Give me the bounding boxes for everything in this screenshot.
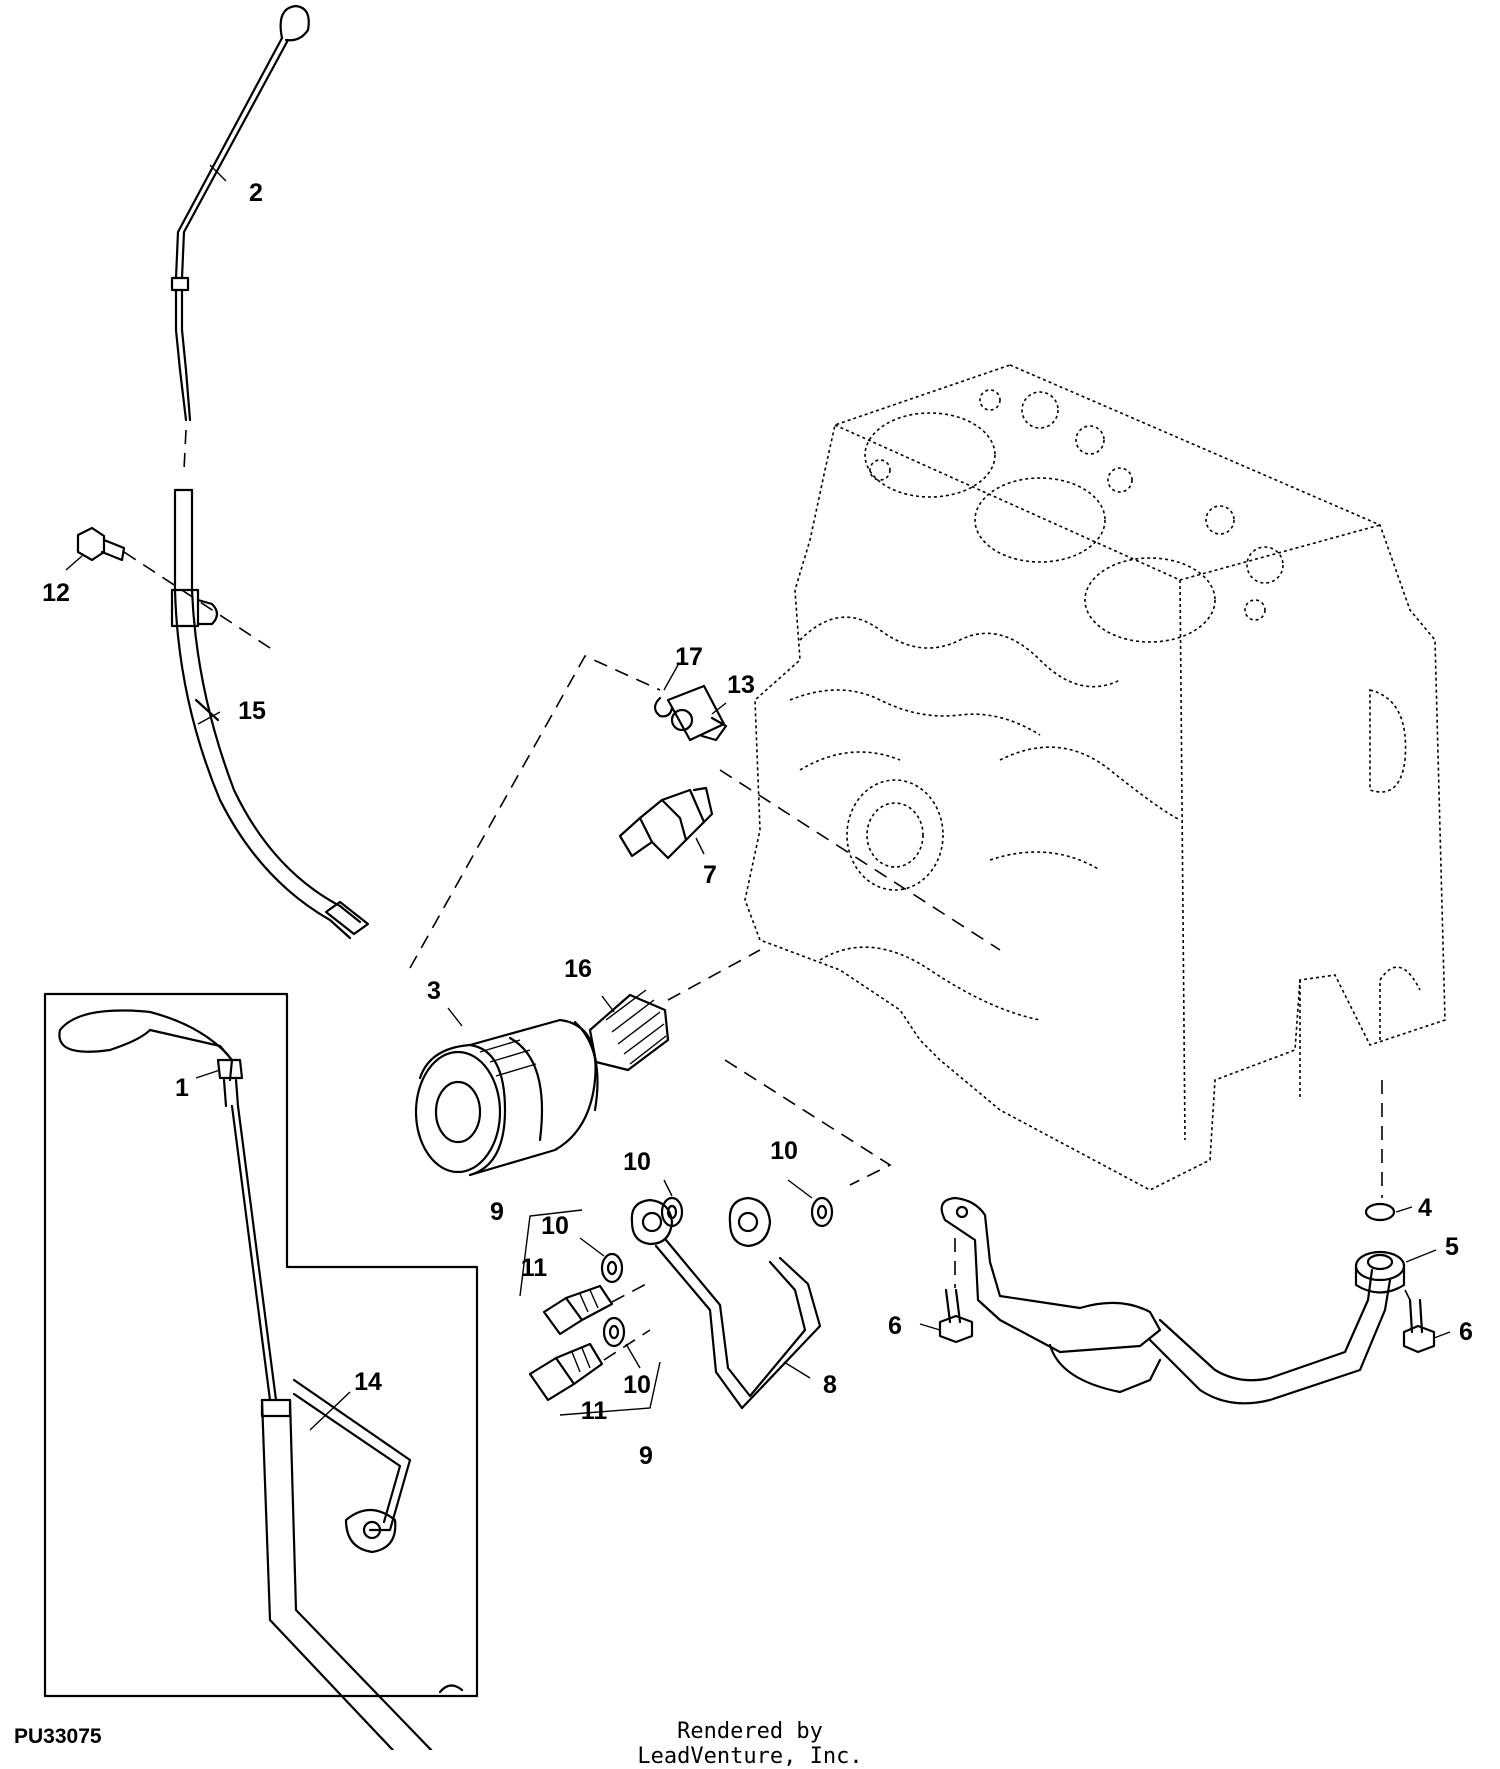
callout-1: 1 [175, 1074, 189, 1102]
bolt-centerline [123, 551, 271, 649]
engine-block [744, 364, 1446, 1191]
callout-3: 3 [427, 977, 441, 1005]
tube-bolt [76, 526, 126, 562]
assembly-boundary-lower [724, 1059, 892, 1186]
callout-10-a: 10 [623, 1148, 651, 1176]
dipstick-inset [58, 1009, 278, 1402]
callout-8: 8 [823, 1371, 837, 1399]
cap-screws [938, 1288, 1436, 1354]
callout-6-b: 6 [1459, 1318, 1473, 1346]
callout-9-b: 9 [639, 1442, 653, 1470]
tube-bracket-inset [260, 1378, 464, 1750]
oil-line [630, 1196, 822, 1410]
banjo-bolts [528, 1284, 614, 1402]
dipstick [170, 4, 310, 422]
switch-centerline [719, 769, 1001, 951]
inset-frame [43, 992, 479, 1698]
callout-7: 7 [703, 861, 717, 889]
figure-code: PU33075 [14, 1725, 102, 1748]
filter-nipple [588, 989, 670, 1072]
kit-bracket-top [519, 1209, 583, 1297]
oil-filter [414, 1018, 599, 1177]
callout-4: 4 [1418, 1194, 1432, 1222]
callout-11-b: 11 [581, 1397, 608, 1425]
leader-lines [65, 164, 1451, 1431]
callout-16: 16 [564, 955, 592, 983]
render-credit: Rendered by LeadVenture, Inc. [637, 1719, 863, 1769]
screw-centerline-2 [1404, 1289, 1411, 1301]
callout-5: 5 [1445, 1233, 1459, 1261]
callout-2: 2 [249, 179, 263, 207]
callout-13: 13 [727, 671, 755, 699]
dipstick-centerline [183, 429, 187, 471]
callout-6-a: 6 [888, 1312, 902, 1340]
callout-labels: 2 12 15 17 13 7 16 3 1 10 10 9 10 11 4 5… [42, 179, 1473, 1470]
fitting-and-clip [653, 684, 728, 742]
kit-bracket-bottom [559, 1361, 661, 1416]
callout-15: 15 [238, 697, 266, 725]
callout-14: 14 [354, 1368, 382, 1396]
callout-11-a: 11 [521, 1254, 548, 1282]
oil-strainer [940, 1196, 1406, 1405]
nipple-centerline [667, 949, 761, 1001]
callout-10-d: 10 [623, 1371, 651, 1399]
assembly-boundary [409, 654, 661, 969]
callout-17: 17 [675, 643, 703, 671]
callout-9-a: 9 [490, 1198, 504, 1226]
callout-10-c: 10 [541, 1212, 569, 1240]
washers [600, 1196, 834, 1348]
callout-10-b: 10 [770, 1137, 798, 1165]
bolt-centerlines [611, 1281, 651, 1303]
dipstick-tube [170, 488, 370, 940]
callout-12: 12 [42, 579, 70, 607]
o-ring [1364, 1202, 1396, 1222]
oil-pressure-switch [618, 786, 714, 860]
